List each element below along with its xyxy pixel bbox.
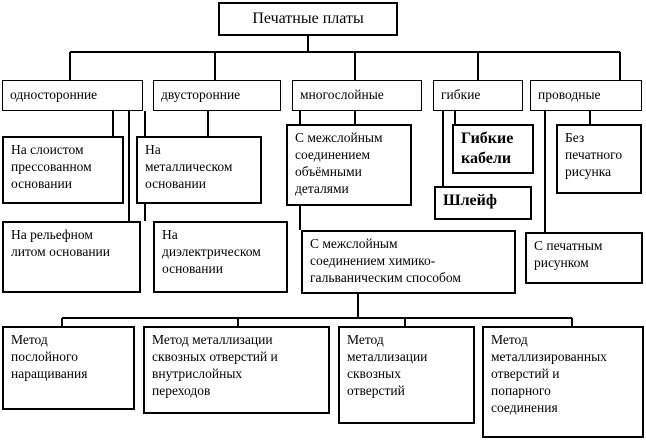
category-multilayer: многослойные (292, 80, 422, 111)
node-laminated-base: На слоистом прессованном основании (2, 136, 124, 204)
node-dielectric-base: На диэлектрическом основании (153, 221, 288, 293)
method-through-holes: Метод металлизации сквозных отверстий (338, 326, 475, 424)
method-plated-holes-pairwise: Метод металлизированных отверстий и попа… (482, 326, 644, 438)
node-chemical-galvanic-interlayer: С межслойным соединением химико- гальван… (301, 230, 516, 294)
node-with-pattern: С печатным рисунком (525, 232, 643, 284)
category-one-sided: односторонние (2, 80, 143, 111)
node-metal-base: На металлическом основании (136, 136, 262, 204)
node-flexible-cables: Гибкие кабели (452, 124, 534, 174)
category-two-sided: двусторонние (153, 80, 281, 111)
root-node: Печатные платы (218, 2, 398, 36)
node-relief-cast-base: На рельефном литом основании (2, 221, 141, 293)
node-loop-cable: Шлейф (434, 186, 532, 220)
category-flexible: гибкие (433, 80, 523, 111)
method-through-and-inner-vias: Метод металлизации сквозных отверстий и … (143, 326, 330, 414)
node-volumetric-interlayer: С межслойным соединением объёмными детал… (286, 124, 412, 206)
method-layering: Метод послойного наращивания (2, 326, 135, 410)
node-without-pattern: Без печатного рисунка (556, 124, 642, 194)
category-wired: проводные (530, 80, 642, 111)
